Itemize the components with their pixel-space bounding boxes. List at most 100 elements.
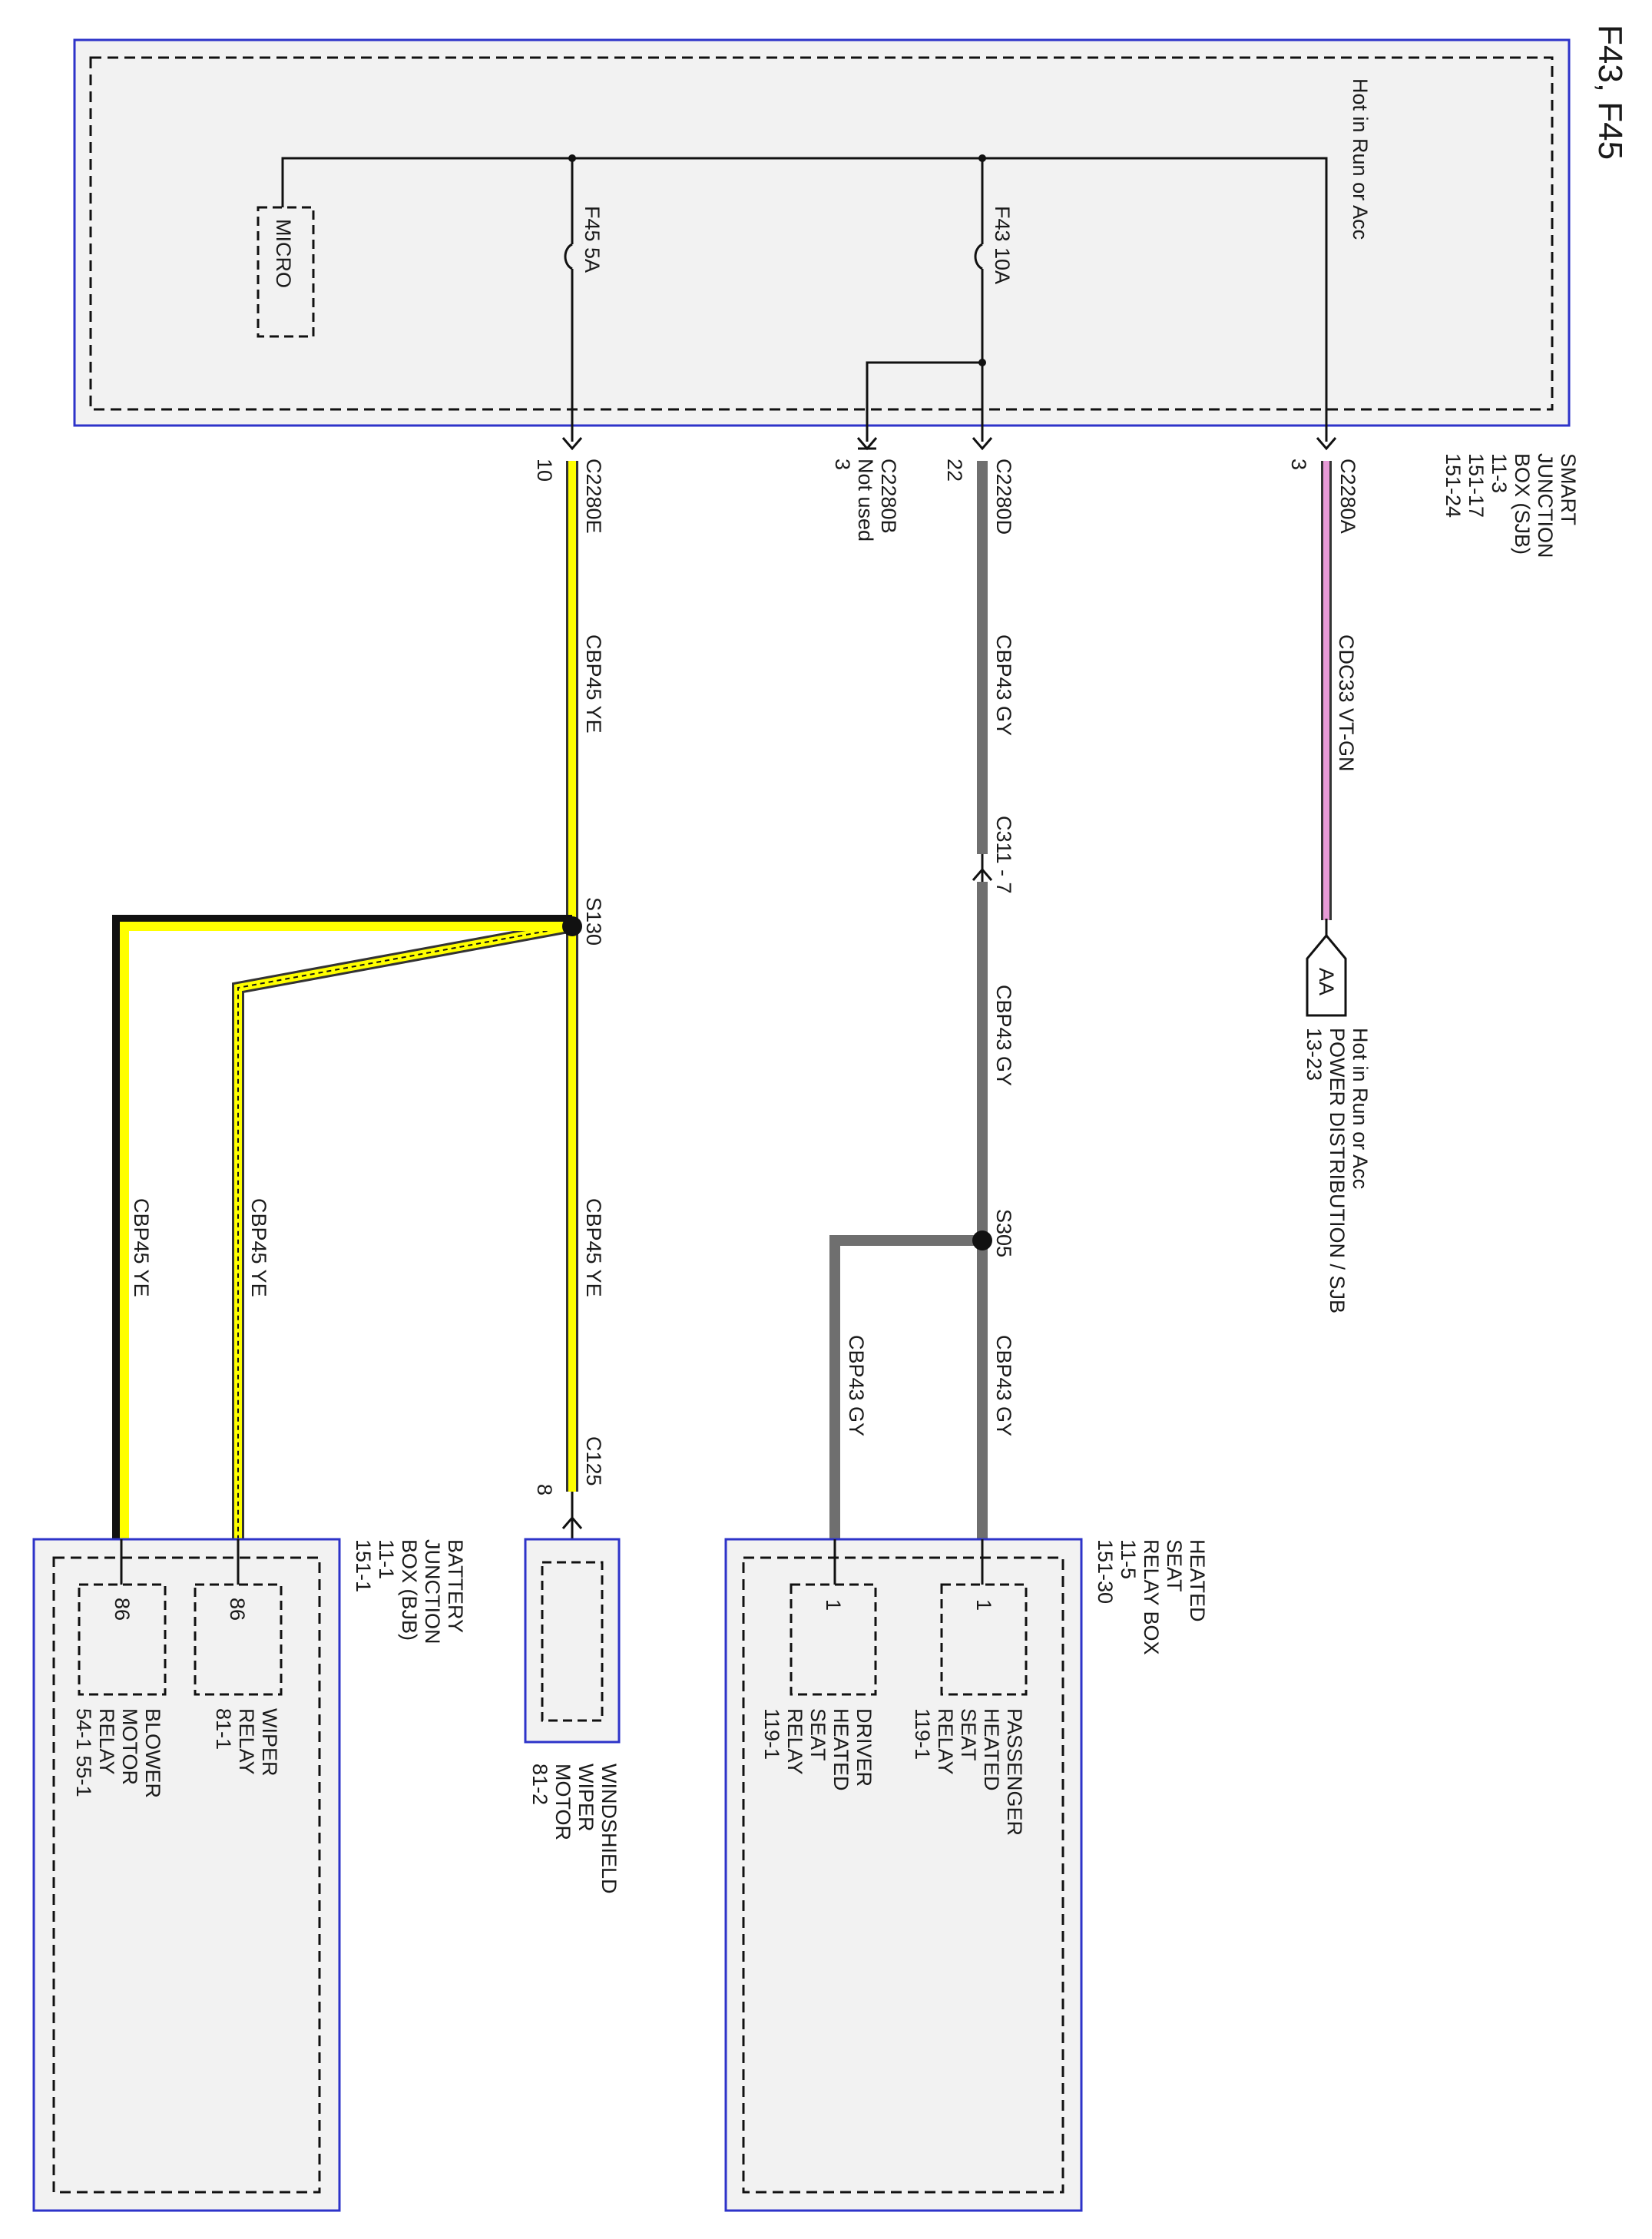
svg-text:119-1: 119-1 xyxy=(760,1708,783,1760)
splice-s130-label: S130 xyxy=(582,897,605,946)
c2280d-pin: 22 xyxy=(943,459,966,482)
wire-cbp43-label-3: CBP43 GY xyxy=(992,1335,1015,1436)
wire-cbp43-label-1: CBP43 GY xyxy=(992,634,1015,736)
svg-text:WIPER: WIPER xyxy=(574,1764,598,1832)
offpage-aa-tag xyxy=(1306,933,1347,1017)
wire-cbp45-label-1: CBP45 YE xyxy=(582,634,605,734)
windshield-wiper-motor xyxy=(524,1538,621,1744)
heated-seat-relay-box xyxy=(724,1538,1083,2212)
svg-text:RELAY BOX: RELAY BOX xyxy=(1140,1539,1163,1655)
c2280b-pin: 3 xyxy=(831,459,854,470)
svg-text:151-30: 151-30 xyxy=(1094,1539,1117,1604)
svg-text:11-5: 11-5 xyxy=(1117,1539,1140,1579)
svg-text:JUNCTION: JUNCTION xyxy=(1534,453,1557,558)
c311-connector xyxy=(972,854,993,882)
micro-box xyxy=(257,206,315,338)
blower-relay-label: BLOWER MOTOR RELAY 54-1 55-1 xyxy=(72,1708,164,1798)
wire-cbp43-label-2: CBP43 GY xyxy=(992,985,1015,1086)
svg-text:13-23: 13-23 xyxy=(1303,1028,1326,1081)
svg-text:Hot in Run or Acc: Hot in Run or Acc xyxy=(1349,1028,1372,1189)
svg-text:BOX (SJB): BOX (SJB) xyxy=(1511,453,1534,555)
fuse-f45-label: F45 5A xyxy=(581,206,604,273)
wiper-relay-label: WIPER RELAY 81-1 xyxy=(212,1708,281,1777)
driver-relay-label: DRIVER HEATED SEAT RELAY 119-1 xyxy=(760,1708,876,1791)
driver-heated-seat-relay xyxy=(790,1583,877,1696)
svg-text:HEATED: HEATED xyxy=(1186,1539,1209,1622)
passenger-relay-pin: 1 xyxy=(972,1599,995,1611)
svg-text:SEAT: SEAT xyxy=(806,1708,829,1761)
svg-text:RELAY: RELAY xyxy=(235,1708,258,1775)
c2280b-label: C2280B xyxy=(877,459,900,534)
c2280d-label: C2280D xyxy=(992,459,1015,535)
sjb-module xyxy=(73,38,1571,427)
wiper-motor-inner xyxy=(541,1561,604,1722)
sjb-name-label: SMART JUNCTION BOX (SJB) 11-3 151-17 151… xyxy=(1442,453,1580,558)
svg-text:RELAY: RELAY xyxy=(783,1708,806,1775)
c311-label: C311 - 7 xyxy=(992,816,1015,894)
svg-text:81-2: 81-2 xyxy=(528,1764,551,1805)
svg-text:SEAT: SEAT xyxy=(957,1708,980,1761)
sjb-supply-label: Hot in Run or Acc xyxy=(1349,78,1372,240)
svg-text:BOX (BJB): BOX (BJB) xyxy=(398,1539,421,1641)
svg-text:151-17: 151-17 xyxy=(1465,453,1488,518)
wire-cdc33-label: CDC33 VT-GN xyxy=(1335,634,1358,772)
svg-text:RELAY: RELAY xyxy=(934,1708,957,1775)
wire-cbp43-label-4: CBP43 GY xyxy=(845,1335,868,1436)
wire-cbp45-wiper-relay xyxy=(232,920,574,1544)
wire-cbp45-label-4: CBP45 YE xyxy=(130,1198,153,1297)
passenger-heated-seat-relay xyxy=(940,1583,1028,1696)
svg-text:JUNCTION: JUNCTION xyxy=(421,1539,444,1644)
blower-relay-pin: 86 xyxy=(111,1598,134,1621)
bjb-inner-boundary xyxy=(52,1556,321,2194)
blower-motor-relay xyxy=(78,1583,167,1696)
svg-text:MOTOR: MOTOR xyxy=(118,1708,141,1785)
bus-junction-dot xyxy=(978,154,986,162)
svg-text:151-1: 151-1 xyxy=(352,1539,375,1592)
connector-chevrons-sjb xyxy=(561,437,1337,451)
c2280e-pin: 10 xyxy=(533,459,556,482)
offpage-aa-label: Hot in Run or Acc POWER DISTRIBUTION / S… xyxy=(1303,1028,1372,1313)
wiper-relay xyxy=(194,1583,283,1696)
svg-text:BLOWER: BLOWER xyxy=(141,1708,164,1798)
svg-text:11-3: 11-3 xyxy=(1488,453,1511,493)
c2280a-pin: 3 xyxy=(1287,459,1310,470)
passenger-relay-label: PASSENGER HEATED SEAT RELAY 119-1 xyxy=(911,1708,1026,1836)
heated-seat-relay-box-inner xyxy=(742,1556,1064,2194)
bus-junction-dot xyxy=(568,154,576,162)
svg-text:HEATED: HEATED xyxy=(829,1708,852,1791)
svg-text:SMART: SMART xyxy=(1557,453,1580,525)
wire-cbp43-main xyxy=(977,461,988,1544)
svg-text:BATTERY: BATTERY xyxy=(444,1539,467,1633)
offpage-aa-text: AA xyxy=(1315,968,1338,995)
micro-label: MICRO xyxy=(272,219,295,288)
bjb-name-label: BATTERY JUNCTION BOX (BJB) 11-1 151-1 xyxy=(352,1539,467,1644)
svg-text:MOTOR: MOTOR xyxy=(551,1764,574,1840)
svg-text:WINDSHIELD: WINDSHIELD xyxy=(598,1764,621,1894)
heated-seat-box-name-label: HEATED SEAT RELAY BOX 11-5 151-30 xyxy=(1094,1539,1209,1655)
svg-text:WIPER: WIPER xyxy=(258,1708,281,1777)
sjb-internal-bus xyxy=(281,157,1328,442)
c125-pin: 8 xyxy=(533,1484,556,1495)
bus-junction-dot xyxy=(978,359,986,366)
c2280a-label: C2280A xyxy=(1336,459,1359,534)
wiper-motor-label: WINDSHIELD WIPER MOTOR 81-2 xyxy=(528,1764,621,1894)
svg-text:RELAY: RELAY xyxy=(95,1708,118,1775)
c2280b-note: Not used xyxy=(854,459,877,542)
c125-label: C125 xyxy=(582,1436,605,1486)
svg-text:81-1: 81-1 xyxy=(212,1708,235,1750)
fuse-f43-label: F43 10A xyxy=(991,206,1014,284)
svg-text:PASSENGER: PASSENGER xyxy=(1003,1708,1026,1836)
svg-text:HEATED: HEATED xyxy=(980,1708,1003,1791)
wiper-relay-pin: 86 xyxy=(226,1598,249,1621)
page-title: F43, F45 xyxy=(1591,25,1629,160)
svg-text:SEAT: SEAT xyxy=(1163,1539,1186,1592)
wire-cbp45-blower-relay xyxy=(112,915,572,1544)
svg-text:DRIVER: DRIVER xyxy=(852,1708,876,1787)
splice-s305 xyxy=(972,1230,992,1250)
wire-cbp45-label-3: CBP45 YE xyxy=(247,1198,270,1297)
splice-s130 xyxy=(562,916,582,936)
wire-cbp45-label-2: CBP45 YE xyxy=(582,1198,605,1297)
svg-text:11-1: 11-1 xyxy=(375,1539,398,1579)
svg-text:151-24: 151-24 xyxy=(1442,453,1465,518)
